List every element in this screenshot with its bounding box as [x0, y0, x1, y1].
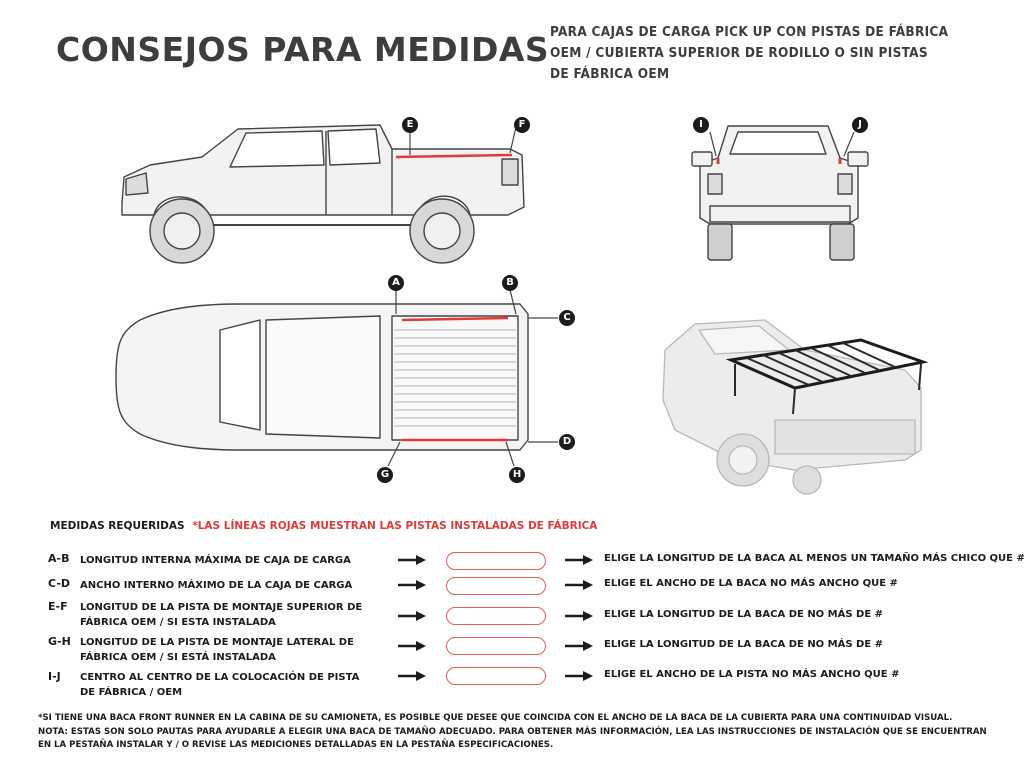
- arrow-right-icon: [565, 641, 593, 651]
- arrow-right-icon: [398, 611, 426, 621]
- measurement-label: CENTRO AL CENTRO DE LA COLOCACIÓN DE PIS…: [80, 672, 360, 698]
- footer-line: EN LA PESTAÑA INSTALAR Y / O REVISE LAS …: [38, 740, 554, 750]
- measurement-code: A-B: [48, 552, 70, 565]
- subtitle-line: PARA CAJAS DE CARGA PICK UP CON PISTAS D…: [550, 24, 949, 40]
- marker-b: B: [502, 275, 518, 291]
- arrow-right-icon: [565, 555, 593, 565]
- measurement-code: E-F: [48, 600, 68, 613]
- measurement-instruction: ELIGE EL ANCHO DE LA PISTA NO MÁS ANCHO …: [604, 669, 900, 680]
- arrow-right-icon: [398, 555, 426, 565]
- footer-notes: *SI TIENE UNA BACA FRONT RUNNER EN LA CA…: [38, 712, 998, 753]
- page-title: CONSEJOS PARA MEDIDAS: [56, 30, 550, 69]
- marker-c: C: [559, 310, 575, 326]
- marker-g: G: [377, 467, 393, 483]
- marker-i: I: [693, 117, 709, 133]
- measurement-code: I-J: [48, 670, 61, 683]
- measurement-instruction: ELIGE EL ANCHO DE LA BACA NO MÁS ANCHO Q…: [604, 578, 898, 589]
- measurement-input-box[interactable]: [446, 667, 546, 685]
- marker-j: J: [852, 117, 868, 133]
- arrow-right-icon: [565, 580, 593, 590]
- measurement-label: LONGITUD DE LA PISTA DE MONTAJE SUPERIOR…: [80, 602, 363, 628]
- arrow-right-icon: [565, 611, 593, 621]
- requirements-heading-text: MEDIDAS REQUERIDAS: [50, 520, 185, 532]
- measurement-instruction: ELIGE LA LONGITUD DE LA BACA DE NO MÁS D…: [604, 639, 884, 650]
- footer-line: *SI TIENE UNA BACA FRONT RUNNER EN LA CA…: [38, 713, 953, 723]
- marker-h: H: [509, 467, 525, 483]
- marker-f: F: [514, 117, 530, 133]
- subtitle-line: OEM / CUBIERTA SUPERIOR DE RODILLO O SIN…: [550, 45, 928, 61]
- measurement-input-box[interactable]: [446, 552, 546, 570]
- subtitle-line: DE FÁBRICA OEM: [550, 66, 670, 82]
- truck-side-view: [121, 124, 525, 264]
- measurement-code: G-H: [48, 635, 71, 648]
- truck-rear-view: [691, 125, 869, 261]
- measurement-label: ANCHO INTERNO MÁXIMO DE LA CAJA DE CARGA: [80, 580, 353, 591]
- truck-top-view: [115, 290, 558, 467]
- page-subtitle: PARA CAJAS DE CARGA PICK UP CON PISTAS D…: [550, 22, 990, 85]
- footer-line: NOTA: ESTAS SON SOLO PAUTAS PARA AYUDARL…: [38, 726, 987, 737]
- truck-with-rack-illustration: [662, 319, 929, 495]
- measurement-code: C-D: [48, 577, 71, 590]
- marker-e: E: [402, 117, 418, 133]
- measurement-instruction: ELIGE LA LONGITUD DE LA BACA AL MENOS UN…: [604, 553, 1024, 564]
- measurement-input-box[interactable]: [446, 577, 546, 595]
- measurement-instruction: ELIGE LA LONGITUD DE LA BACA DE NO MÁS D…: [604, 609, 884, 620]
- arrow-right-icon: [398, 580, 426, 590]
- arrow-right-icon: [398, 641, 426, 651]
- arrow-right-icon: [565, 671, 593, 681]
- measurement-label: LONGITUD INTERNA MÁXIMA DE CAJA DE CARGA: [80, 555, 351, 566]
- measurement-label: LONGITUD DE LA PISTA DE MONTAJE LATERAL …: [80, 637, 354, 663]
- marker-d: D: [559, 434, 575, 450]
- measurement-input-box[interactable]: [446, 607, 546, 625]
- measurement-input-box[interactable]: [446, 637, 546, 655]
- marker-a: A: [388, 275, 404, 291]
- requirements-heading: MEDIDAS REQUERIDAS *LAS LÍNEAS ROJAS MUE…: [50, 520, 597, 532]
- arrow-right-icon: [398, 671, 426, 681]
- red-lines-note: *LAS LÍNEAS ROJAS MUESTRAN LAS PISTAS IN…: [192, 520, 598, 532]
